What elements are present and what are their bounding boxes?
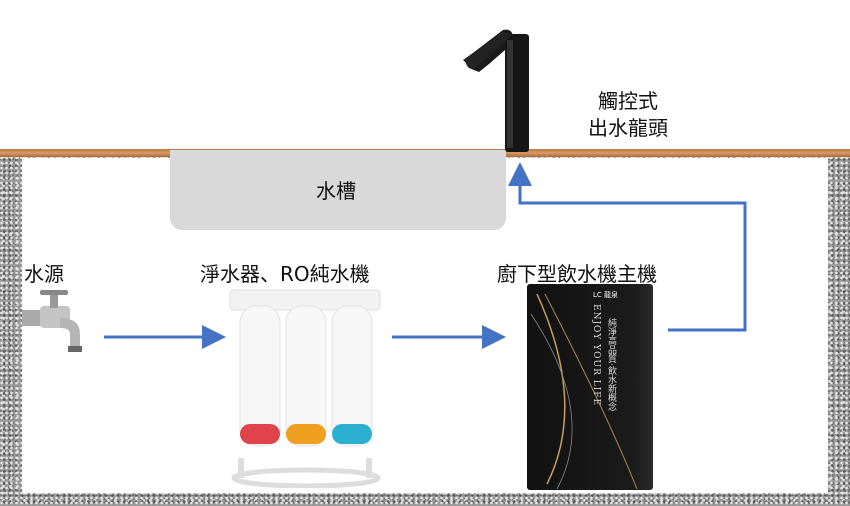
faucet-label: 觸控式 出水龍頭 — [588, 88, 668, 142]
decorative-curves — [530, 293, 638, 490]
faucet-label-line1: 觸控式 — [598, 89, 658, 113]
touch-faucet-icon — [463, 29, 529, 152]
water-purifier-image — [229, 289, 381, 488]
arrow-dispenser-to-faucet — [508, 162, 747, 332]
purifier-label: 淨水器、RO純水機 — [200, 262, 370, 286]
dispenser-label: 廚下型飲水機主機 — [497, 262, 657, 286]
water-source-label: 水源 — [24, 262, 64, 286]
sink-label: 水槽 — [316, 179, 356, 203]
slogan-zh: 純淨高品質‧飲水新概念 — [606, 318, 616, 411]
slogan-en: ENJOY YOUR LIFE — [591, 304, 601, 407]
faucet-label-line2: 出水龍頭 — [588, 116, 668, 140]
water-tap-icon — [22, 290, 82, 352]
dispenser-unit-image: LC 龍泉 ENJOY YOUR LIFE 純淨高品質‧飲水新概念 — [527, 284, 653, 490]
brand-logo: LC 龍泉 — [593, 291, 619, 299]
sink-basin — [170, 150, 506, 230]
